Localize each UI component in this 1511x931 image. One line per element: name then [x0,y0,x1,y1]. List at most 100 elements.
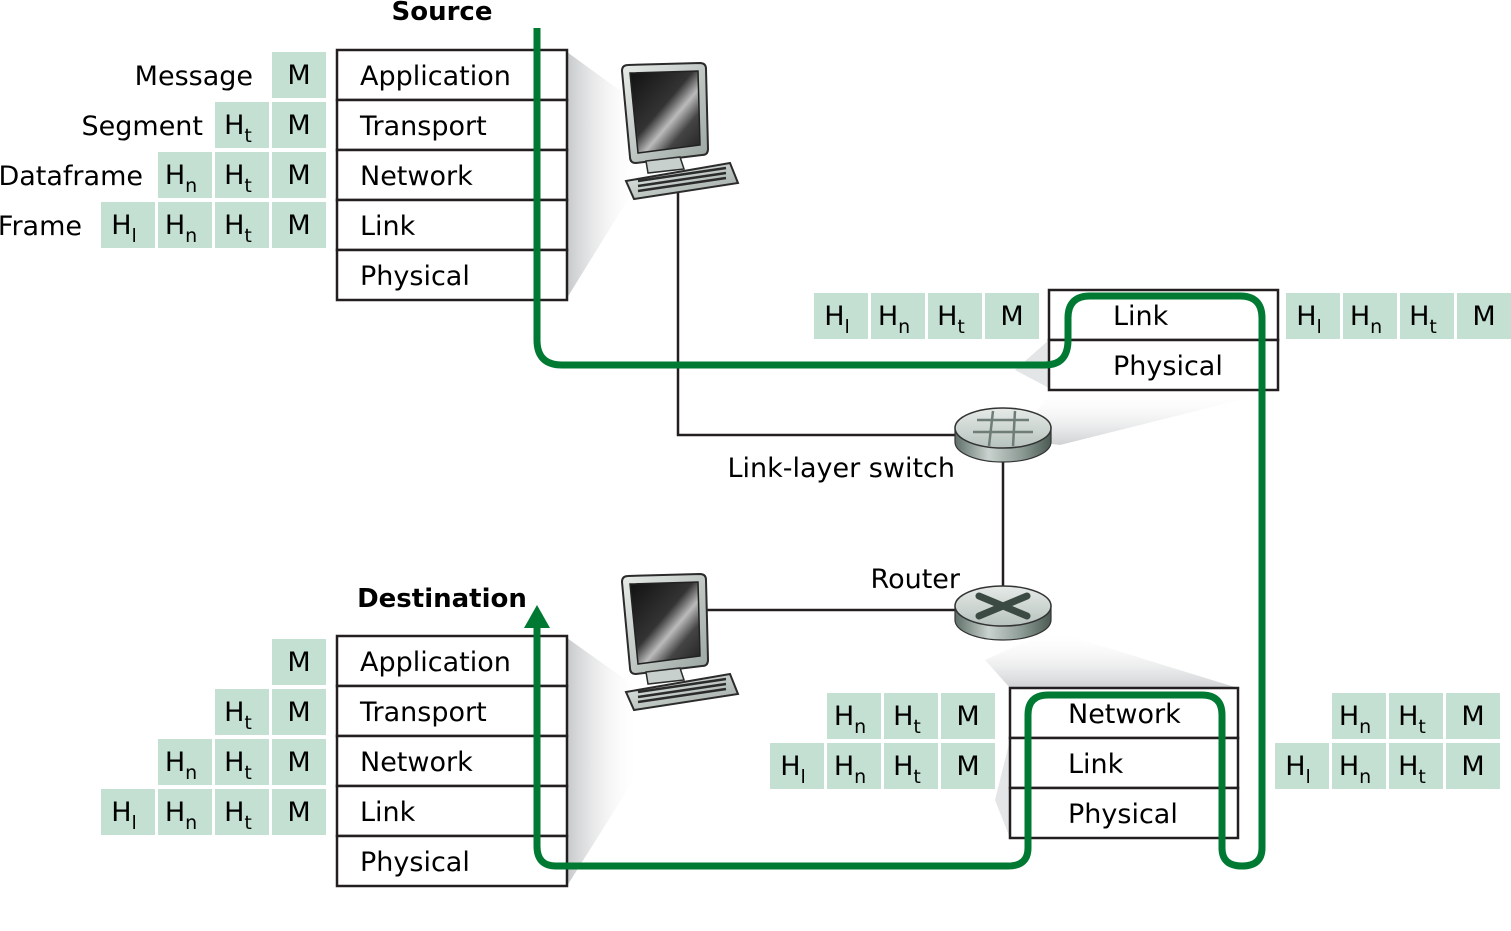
cell-label: Ht [224,747,252,784]
header-cell-hl: Hl [1286,293,1340,339]
layer-label-physical: Physical [360,261,470,292]
keyboard-keys [637,176,727,193]
cell-label: M [1000,301,1023,332]
cell-label: Hn [878,301,910,338]
router-icon [954,585,1052,641]
header-cell-hn: Hn [1332,743,1386,789]
cell-label: Ht [224,210,252,247]
cell-bg [871,293,925,339]
cell-bg [1446,743,1500,789]
cell-label: Ht [893,701,921,738]
cell-bg [827,743,881,789]
header-cell-ht: Ht [1389,743,1443,789]
header-cell-hn: Hn [871,293,925,339]
cell-bg [158,739,212,785]
layer-box-link [1008,736,1240,790]
monitor-screen [629,581,701,665]
arrowhead-icon [524,605,550,628]
network-links [676,188,1005,612]
layer-box-link [335,784,569,838]
layer-label-physical: Physical [1068,799,1178,830]
cell-label: M [287,647,310,678]
layer-label-transport: Transport [359,111,487,142]
cell-bg [158,202,212,248]
cell-bg [101,789,155,835]
pdu-label-message: Message [135,61,253,92]
header-cell-hn: Hn [827,693,881,739]
cell-label: M [287,60,310,91]
cell-bg [101,202,155,248]
cell-label: Hn [1339,701,1371,738]
source-stack-shadow [567,52,640,298]
destination-pdu-0: M [272,639,326,685]
cell-bg [941,693,995,739]
header-cell-hn: Hn [158,152,212,198]
cell-label: M [287,110,310,141]
layer-box-transport [335,98,569,152]
layer-box-transport [335,684,569,738]
layer-box-application [335,634,569,688]
destination-title: Destination [357,584,527,614]
cell-label: Hn [165,160,197,197]
cell-label: M [956,751,979,782]
cell-bg [215,689,269,735]
keyboard-keys [637,682,727,699]
layer-label-link: Link [360,211,416,242]
layer-label-application: Application [360,647,511,678]
header-cell-hl: Hl [814,293,868,339]
cell-bg [215,202,269,248]
cell-bg [985,293,1039,339]
cell-label: Hn [834,751,866,788]
cell-label: M [1472,301,1495,332]
message-cell: M [272,739,326,785]
cell-bg [215,739,269,785]
layer-label-link: Link [1113,301,1169,332]
cell-label: Hn [1339,751,1371,788]
message-cell: M [985,293,1039,339]
router-box-shadow-left [995,740,1010,838]
cell-bg [1446,693,1500,739]
cell-bg [272,789,326,835]
cell-bg [215,152,269,198]
cell-bg [1332,693,1386,739]
keyboard-keys [637,166,727,183]
cell-bg [1389,693,1443,739]
cell-bg [272,639,326,685]
cell-bg [928,293,982,339]
switch-shadow [1020,390,1280,445]
pdu-label-segment: Segment [82,111,204,142]
cell-bg [272,152,326,198]
header-cell-hn: Hn [1343,293,1397,339]
cell-label: Ht [1409,301,1437,338]
header-cell-ht: Ht [215,152,269,198]
cell-label: Hn [1350,301,1382,338]
layer-label-network: Network [360,161,473,192]
header-cell-ht: Ht [215,202,269,248]
switch-icon [954,407,1052,463]
cell-label: Hl [1285,751,1311,788]
cell-label: M [1461,701,1484,732]
layer-box-link [335,198,569,252]
message-cell: M [272,639,326,685]
monitor-stand [645,156,686,174]
cell-label: Hl [1296,301,1322,338]
monitor-stand [645,667,686,685]
message-cell: M [1457,293,1511,339]
header-cell-hn: Hn [1332,693,1386,739]
cell-bg [1400,293,1454,339]
cell-label: M [287,747,310,778]
source-pdu-message: M [272,52,326,98]
data-flow-path [533,28,1266,870]
header-cell-ht: Ht [215,689,269,735]
router-label: Router [871,564,961,595]
cell-label: Hl [824,301,850,338]
